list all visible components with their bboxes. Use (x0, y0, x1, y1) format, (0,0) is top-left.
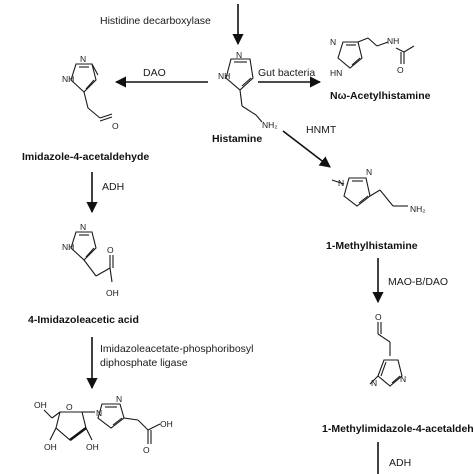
imidazole-acetaldehyde-structure: N NH O (62, 54, 119, 131)
atom-o: O (375, 312, 382, 322)
atom-oh: OH (44, 442, 57, 452)
compound-imidazole-acetaldehyde: Imidazole-4-acetaldehyde (22, 151, 149, 163)
atom-n: N (330, 37, 336, 47)
atom-n: N (80, 222, 86, 232)
imidazoleacetic-riboside-structure: OH O OH OH N N OH O (34, 394, 173, 455)
compound-histamine: Histamine (212, 133, 262, 145)
atom-oh: OH (86, 442, 99, 452)
enzyme-adh: ADH (102, 181, 124, 193)
atom-oh: OH (160, 419, 173, 429)
arrow-hnmt (282, 130, 331, 168)
enzyme-dao: DAO (143, 67, 166, 79)
atom-o: O (143, 445, 150, 455)
atom-n: N (371, 378, 377, 388)
enzyme-adh-2: ADH (389, 457, 411, 469)
atom-oh: OH (34, 400, 47, 410)
atom-n: N (116, 394, 122, 404)
compound-methylhistamine: 1-Methylhistamine (326, 240, 418, 252)
atom-n: N (366, 167, 372, 177)
compound-imidazoleacetic-acid: 4-Imidazoleacetic acid (28, 314, 139, 326)
atom-oh: OH (106, 288, 119, 298)
atom-o: O (107, 245, 114, 255)
atom-n: N (400, 374, 406, 384)
atom-n: N (338, 178, 344, 188)
imidazoleacetic-acid-structure: N NH O OH (62, 222, 119, 298)
atom-nh: NH (62, 74, 74, 84)
enzyme-histidine-decarboxylase: Histidine decarboxylase (100, 15, 211, 27)
atom-nh: NH (218, 71, 230, 81)
compound-methylimidazole-acetaldehyde: 1-Methylimidazole-4-acetaldehyde (322, 423, 474, 435)
atom-nh: NH (62, 242, 74, 252)
enzyme-gut-bacteria: Gut bacteria (258, 67, 315, 79)
atom-n: N (236, 50, 242, 60)
enzyme-ligase-line2: diphosphate ligase (100, 357, 188, 369)
atom-n: N (96, 408, 102, 418)
compound-acetylhistamine: Nω-Acetylhistamine (330, 90, 431, 102)
histamine-structure: N NH NH₂ (218, 50, 278, 130)
methylhistamine-structure: N N NH₂ (331, 167, 426, 214)
acetylhistamine-structure: N HN NH O (330, 36, 415, 78)
atom-nh2: NH₂ (262, 120, 278, 130)
atom-nh2: NH₂ (410, 204, 426, 214)
atom-o: O (112, 121, 119, 131)
atom-o: O (397, 65, 404, 75)
atom-o: O (66, 402, 73, 412)
enzyme-mao-b-dao: MAO-B/DAO (388, 276, 448, 288)
methylimidazole-acetaldehyde-structure: O N N (369, 312, 406, 388)
atom-hn: HN (330, 68, 342, 78)
enzyme-ligase-line1: Imidazoleacetate-phosphoribosyl (100, 343, 254, 355)
atom-nh: NH (387, 36, 399, 46)
enzyme-hnmt: HNMT (306, 124, 337, 136)
atom-n: N (80, 54, 86, 64)
